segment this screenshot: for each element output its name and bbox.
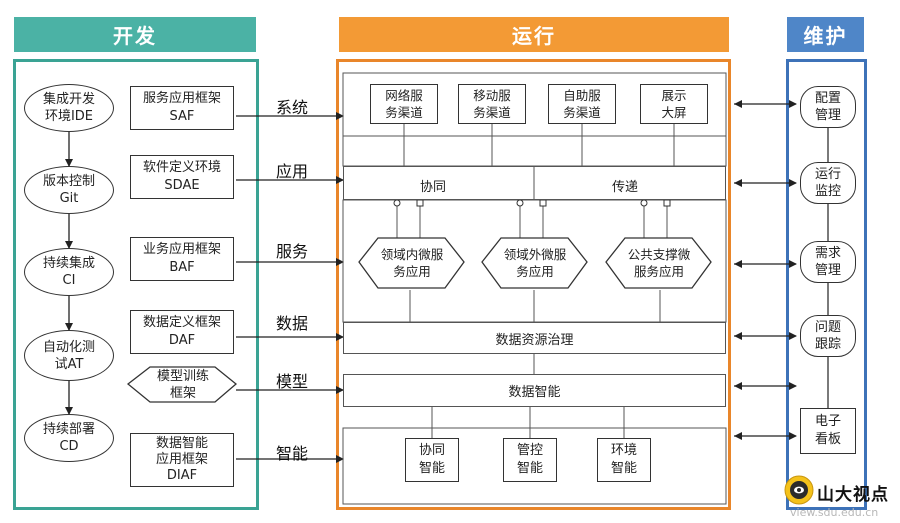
maint-dashboard: 电子 看板 <box>800 408 856 454</box>
pipeline-git: 版本控制 Git <box>24 166 114 214</box>
maint-header: 维护 <box>787 17 864 52</box>
run-panel <box>336 59 731 510</box>
intel-coop: 协同 智能 <box>405 438 459 482</box>
channel-network: 网络服 务渠道 <box>370 84 438 124</box>
framework-saf: 服务应用框架 SAF <box>130 86 234 130</box>
channel-selfservice: 自助服 务渠道 <box>548 84 616 124</box>
dev-header: 开发 <box>14 17 256 52</box>
label-data: 数据 <box>276 314 309 333</box>
pipeline-ci: 持续集成 CI <box>24 248 114 296</box>
transfer-label: 传递 <box>612 180 639 195</box>
channel-display-screen: 展示 大屏 <box>640 84 708 124</box>
label-intelligence: 智能 <box>276 444 309 463</box>
maint-monitor: 运行 监控 <box>800 162 856 204</box>
channel-mobile: 移动服 务渠道 <box>458 84 526 124</box>
pipeline-ide: 集成开发 环境IDE <box>24 84 114 132</box>
framework-sdae: 软件定义环境 SDAE <box>130 155 234 199</box>
intel-environment: 环境 智能 <box>597 438 651 482</box>
service-intra-domain: 领域内微服 务应用 <box>380 247 444 279</box>
data-governance-bar: 数据资源治理 <box>343 322 726 354</box>
maint-panel <box>786 59 867 510</box>
label-service: 服务 <box>276 242 309 261</box>
data-intelligence-bar: 数据智能 <box>343 374 726 407</box>
framework-diaf: 数据智能 应用框架 DIAF <box>130 433 234 487</box>
framework-model-training: 模型训练 框架 <box>156 369 209 401</box>
label-system: 系统 <box>276 98 309 117</box>
logo-url: view.sdu.edu.cn <box>790 506 879 519</box>
pipeline-at: 自动化测 试AT <box>24 330 114 381</box>
label-application: 应用 <box>276 162 309 181</box>
dev-panel <box>13 59 259 510</box>
intel-control: 管控 智能 <box>503 438 557 482</box>
framework-baf: 业务应用框架 BAF <box>130 237 234 281</box>
service-extra-domain: 领域外微服 务应用 <box>503 247 567 279</box>
logo-text: 山大视点 <box>817 485 889 505</box>
maint-issue-tracking: 问题 跟踪 <box>800 315 856 357</box>
coop-label: 协同 <box>420 180 447 195</box>
pipeline-cd: 持续部署 CD <box>24 414 114 462</box>
run-header: 运行 <box>339 17 729 52</box>
maint-requirement: 需求 管理 <box>800 241 856 283</box>
label-model: 模型 <box>276 372 309 391</box>
coop-transfer-bar <box>343 166 726 200</box>
framework-daf: 数据定义框架 DAF <box>130 310 234 354</box>
service-common-support: 公共支撑微 服务应用 <box>627 247 691 279</box>
maint-config: 配置 管理 <box>800 86 856 128</box>
